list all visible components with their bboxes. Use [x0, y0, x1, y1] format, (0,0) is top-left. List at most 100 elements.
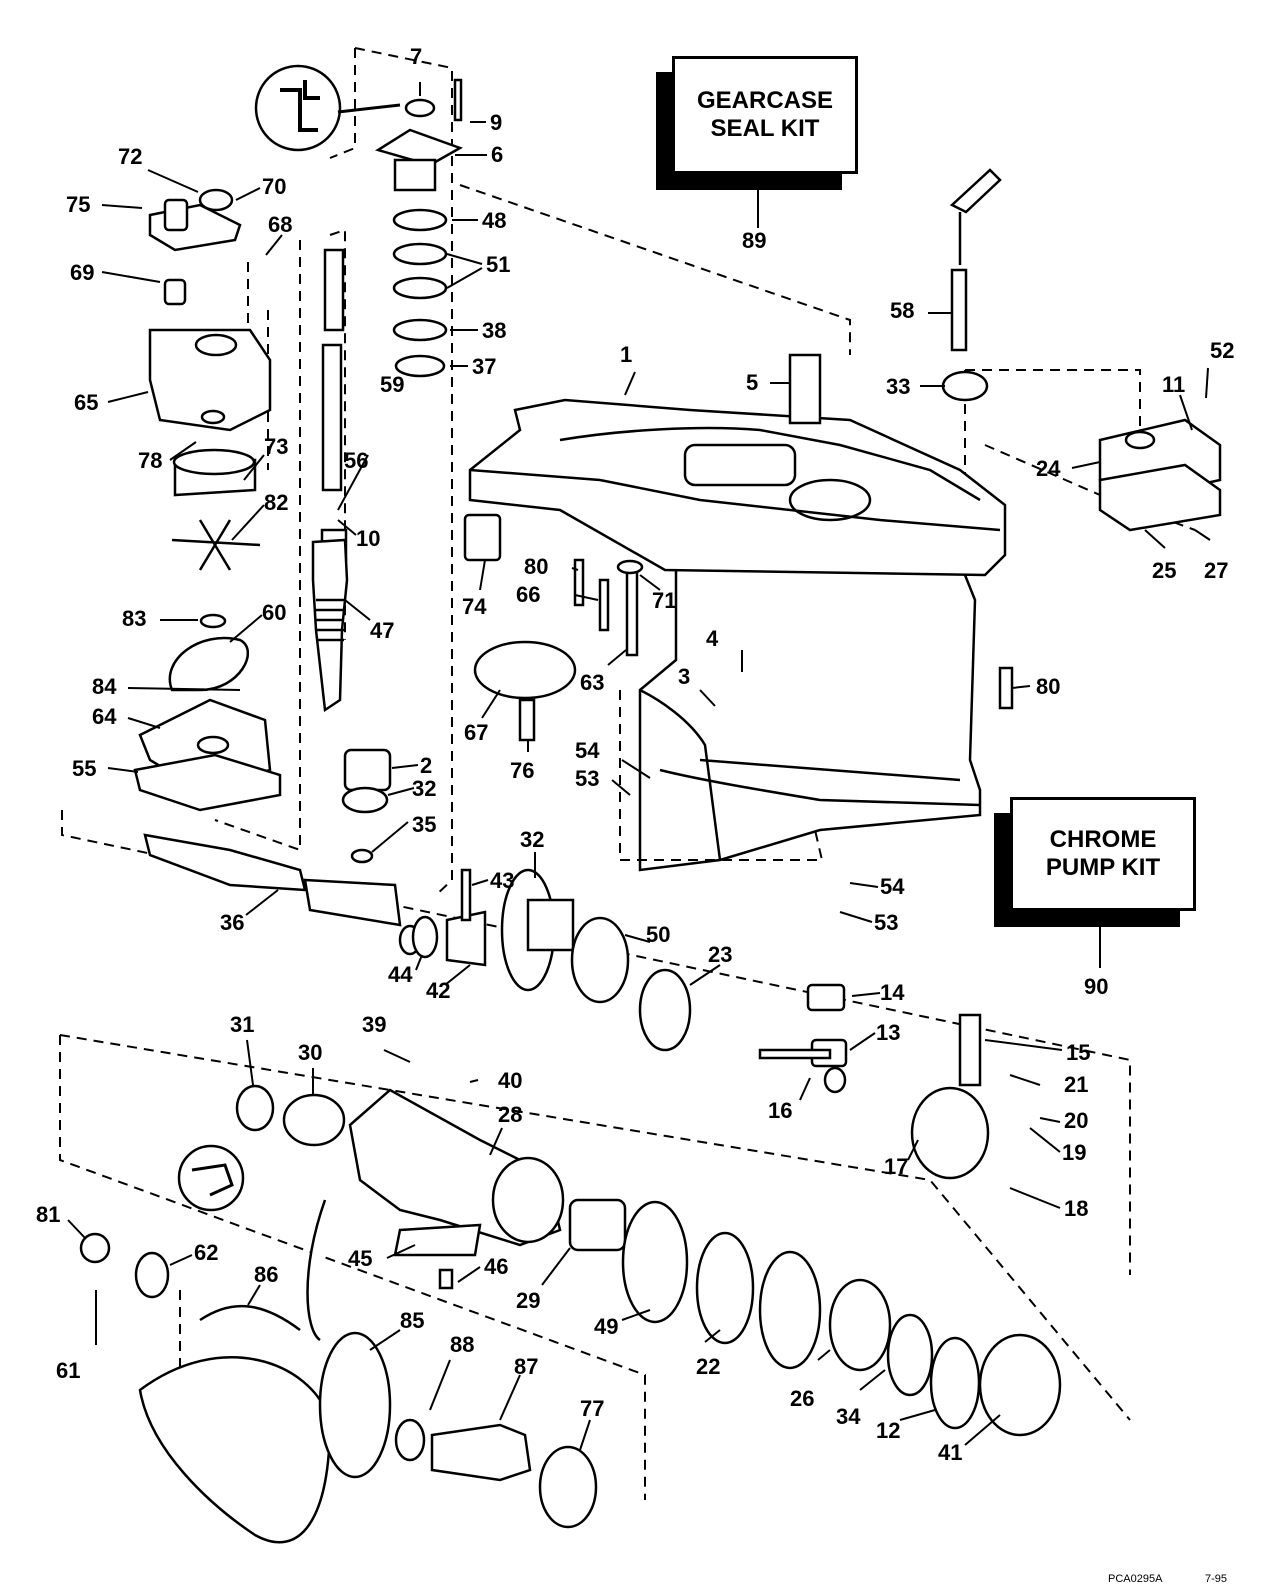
- callout-75: 75: [66, 192, 91, 217]
- callout-29: 29: [516, 1288, 541, 1313]
- callout-51: 51: [486, 252, 511, 277]
- callout-20: 20: [1064, 1108, 1089, 1133]
- callout-81: 81: [36, 1202, 61, 1227]
- callout-28: 28: [498, 1102, 523, 1127]
- callout-7: 7: [410, 44, 423, 69]
- callout-26: 26: [790, 1386, 815, 1411]
- callout-90: 90: [1084, 974, 1109, 999]
- kit-pointers: [757, 172, 1101, 968]
- callout-35: 35: [412, 812, 437, 837]
- callout-59: 59: [380, 372, 405, 397]
- callout-80b: 80: [1036, 674, 1061, 699]
- callout-71: 71: [652, 588, 677, 613]
- callout-69: 69: [70, 260, 95, 285]
- callout-86: 86: [254, 1262, 279, 1287]
- callout-34: 34: [836, 1404, 861, 1429]
- callout-89: 89: [742, 228, 767, 253]
- callout-47: 47: [370, 618, 395, 643]
- callout-60: 60: [262, 600, 287, 625]
- callout-5: 5: [746, 370, 759, 395]
- callout-41: 41: [938, 1440, 963, 1465]
- callout-53a: 53: [575, 766, 600, 791]
- callout-82: 82: [264, 490, 289, 515]
- callout-38: 38: [482, 318, 507, 343]
- callout-21: 21: [1064, 1072, 1089, 1097]
- callout-1: 1: [620, 342, 633, 367]
- callout-14: 14: [880, 980, 905, 1005]
- callout-30: 30: [298, 1040, 323, 1065]
- bearings-and-gears: [235, 748, 1062, 1437]
- callout-55: 55: [72, 756, 97, 781]
- callout-3: 3: [678, 664, 691, 689]
- propeller: [79, 1199, 598, 1544]
- gearcase-seal-kit-box: GEARCASE SEAL KIT: [672, 56, 858, 174]
- drawing-code: PCA0295A: [1108, 1573, 1163, 1585]
- callout-18: 18: [1064, 1196, 1089, 1221]
- chrome-pump-kit-box: CHROME PUMP KIT: [1010, 797, 1196, 911]
- callout-24: 24: [1036, 456, 1061, 481]
- callout-73: 73: [264, 434, 289, 459]
- callout-31: 31: [230, 1012, 255, 1037]
- callout-63: 63: [580, 670, 605, 695]
- callout-13: 13: [876, 1020, 901, 1045]
- callout-11: 11: [1162, 372, 1186, 397]
- callout-15: 15: [1066, 1040, 1091, 1065]
- callout-61: 61: [56, 1358, 81, 1383]
- callout-65: 65: [74, 390, 99, 415]
- callout-4: 4: [706, 626, 719, 651]
- upper-seals: [374, 78, 463, 378]
- shift-components: [463, 353, 1222, 1094]
- callout-52: 52: [1210, 338, 1235, 363]
- callout-16: 16: [768, 1098, 793, 1123]
- water-pump-parts: [133, 188, 282, 812]
- callout-87: 87: [514, 1354, 539, 1379]
- shift-rod: [949, 168, 1002, 352]
- callout-10: 10: [356, 526, 381, 551]
- callout-27: 27: [1204, 558, 1229, 583]
- callout-45: 45: [348, 1246, 373, 1271]
- callout-19: 19: [1062, 1140, 1087, 1165]
- callout-32b: 32: [520, 827, 545, 852]
- callout-84: 84: [92, 674, 117, 699]
- callout-80a: 80: [524, 554, 549, 579]
- callout-6: 6: [491, 142, 504, 167]
- drive-shaft: [311, 248, 349, 713]
- callout-50: 50: [646, 922, 671, 947]
- callout-70: 70: [262, 174, 287, 199]
- callout-72: 72: [118, 144, 143, 169]
- callout-67: 67: [464, 720, 489, 745]
- leader-lines: [67, 82, 1211, 1451]
- callout-78: 78: [138, 448, 163, 473]
- callout-49: 49: [594, 1314, 619, 1339]
- callout-85: 85: [400, 1308, 425, 1333]
- callout-83: 83: [122, 606, 147, 631]
- callout-37: 37: [472, 354, 497, 379]
- callout-54a: 54: [575, 738, 600, 763]
- callout-58: 58: [890, 298, 915, 323]
- callout-23: 23: [708, 942, 733, 967]
- callout-74: 74: [462, 594, 487, 619]
- callout-68: 68: [268, 212, 293, 237]
- callout-42: 42: [426, 978, 451, 1003]
- callout-43: 43: [490, 868, 515, 893]
- callout-66: 66: [516, 582, 541, 607]
- callout-33: 33: [886, 374, 911, 399]
- callout-2: 2: [420, 753, 433, 778]
- callout-9: 9: [490, 110, 503, 135]
- callout-56: 56: [344, 448, 369, 473]
- callout-46: 46: [484, 1254, 509, 1279]
- callout-40: 40: [498, 1068, 523, 1093]
- callout-64: 64: [92, 704, 117, 729]
- callout-53b: 53: [874, 910, 899, 935]
- callout-17: 17: [884, 1154, 909, 1179]
- propeller-shaft: [143, 833, 422, 956]
- callout-25: 25: [1152, 558, 1177, 583]
- callout-88: 88: [450, 1332, 475, 1357]
- callout-36: 36: [220, 910, 245, 935]
- drawing-date: 7-95: [1205, 1573, 1228, 1585]
- callout-22: 22: [696, 1354, 721, 1379]
- callout-48: 48: [482, 208, 507, 233]
- callout-76: 76: [510, 758, 535, 783]
- callout-44: 44: [388, 962, 413, 987]
- callout-77: 77: [580, 1396, 605, 1421]
